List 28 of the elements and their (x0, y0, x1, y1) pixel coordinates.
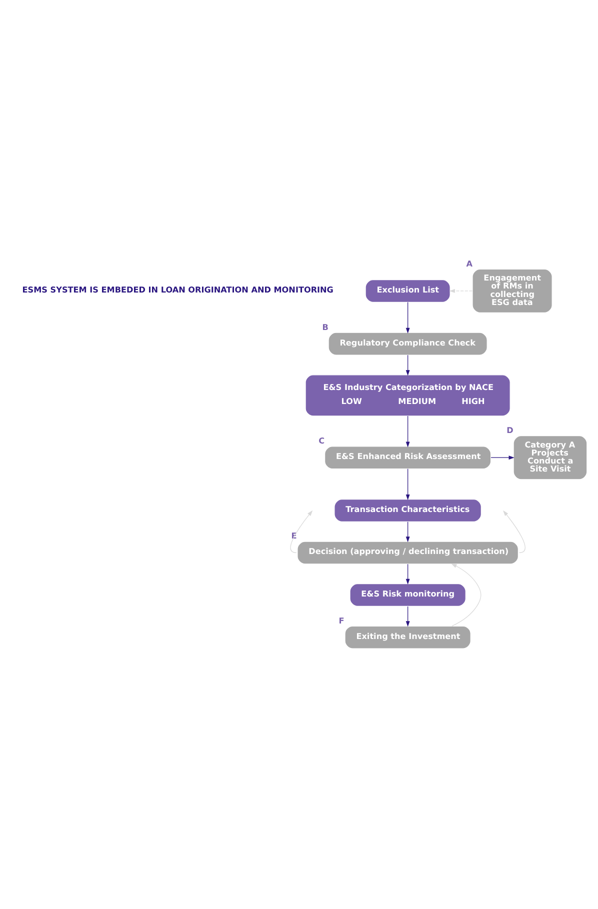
arrow (406, 606, 410, 627)
arrow (290, 510, 313, 554)
node-box: Engagement of RMs in collecting ESG data (472, 268, 552, 314)
node-box: Transaction Characteristics (334, 498, 482, 522)
node-box: E&S Enhanced Risk Assessment (324, 446, 492, 470)
node-box: Decision (approving / declining transaction) (297, 541, 518, 564)
node-label: A (466, 258, 473, 268)
arrow (451, 564, 482, 626)
arrow (406, 522, 410, 542)
node-label: D (506, 424, 514, 435)
arrow (490, 456, 514, 460)
node-box: E&S Risk monitoring (350, 584, 466, 607)
arrow (406, 564, 410, 584)
node-box: Exiting the Investment (344, 626, 471, 649)
arrow (406, 354, 410, 376)
node-box: Exclusion List (365, 279, 450, 302)
arrow (503, 510, 526, 554)
node-label: E (291, 530, 297, 541)
node-box: E&S Industry Categorization by NACE LOW MEDIUM HIGH (305, 374, 510, 416)
arrow (406, 416, 410, 448)
label: ESMS SYSTEM IS EMBEDED IN LOAN ORIGINATION AND MONITORING (22, 284, 334, 294)
arrow (406, 302, 410, 334)
node-box: Category A Projects Conduct a Site Visit (513, 436, 588, 480)
node-label: C (318, 436, 325, 446)
node-box: Regulatory Compliance Check (328, 332, 488, 356)
node-label: B (322, 322, 328, 332)
arrow (406, 468, 410, 500)
node-label: F (338, 615, 344, 626)
